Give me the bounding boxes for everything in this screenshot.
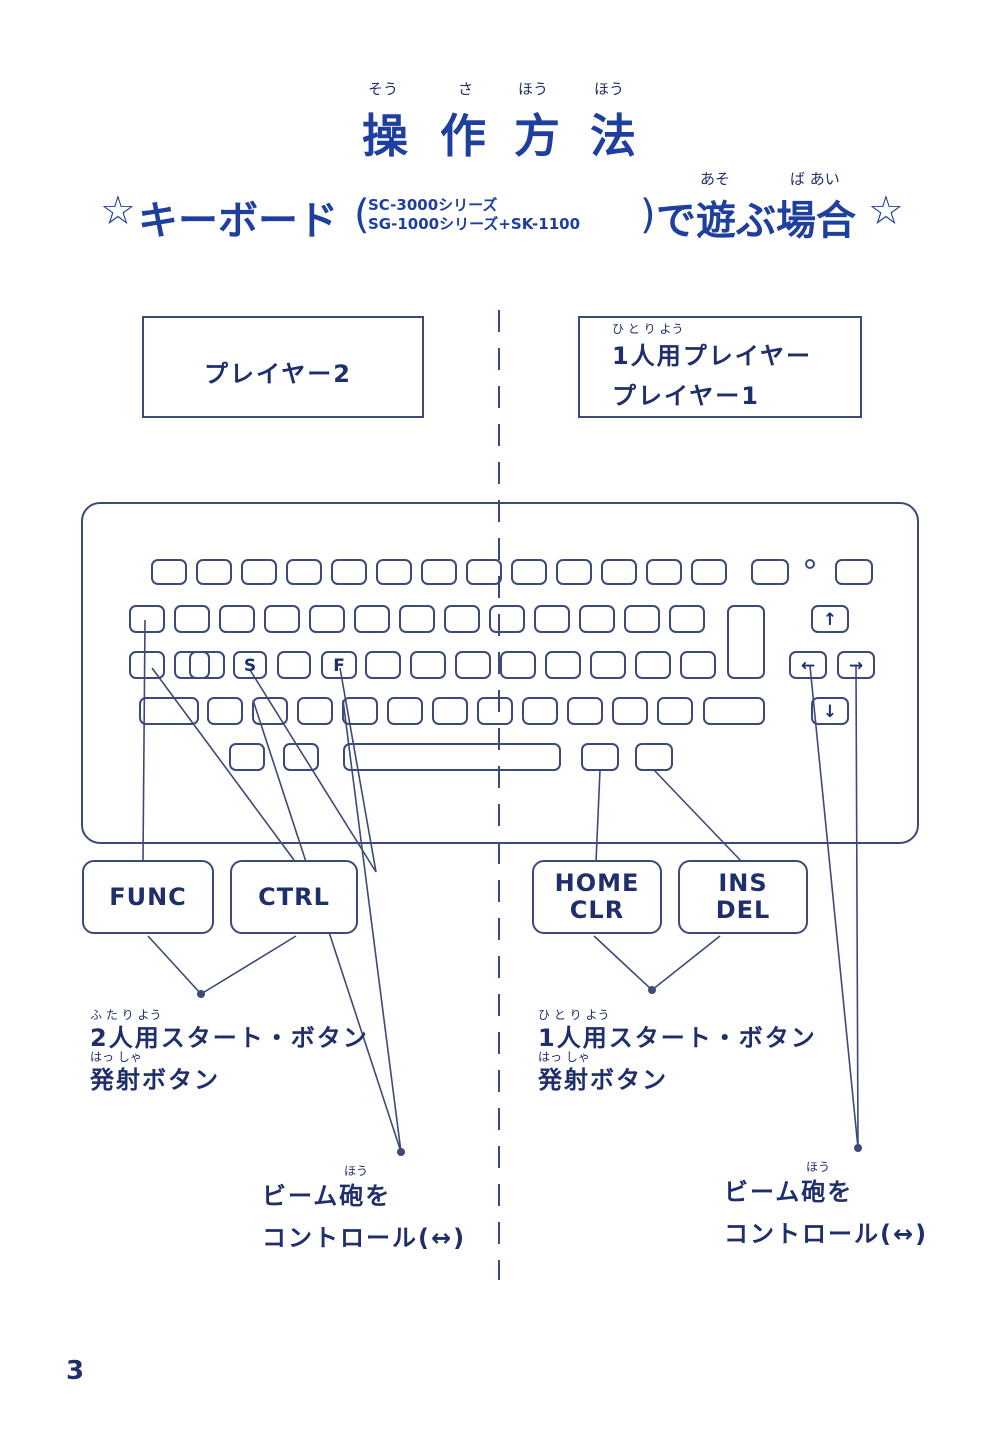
series-block: SC-3000シリーズ SG-1000シリーズ+SK-1100 bbox=[368, 196, 580, 234]
star-left-icon: ☆ bbox=[100, 188, 136, 234]
subtitle: あそ ば あい ☆ キーボード ( SC-3000シリーズ SG-1000シリー… bbox=[100, 168, 920, 248]
player1-ruby: ひ と り よう bbox=[612, 322, 684, 336]
right-beam-line1: ビーム砲を bbox=[724, 1178, 854, 1206]
clr-label: CLR bbox=[569, 896, 625, 924]
ins-del-key-callout: INS DEL bbox=[678, 860, 808, 934]
title-ruby: そう さ ほう ほう bbox=[362, 78, 652, 100]
down-arrow-key bbox=[811, 697, 849, 725]
key-f-label: F bbox=[333, 656, 345, 676]
f-key bbox=[321, 651, 357, 679]
s-key bbox=[233, 651, 267, 679]
player1-line2: プレイヤー1 bbox=[612, 382, 760, 410]
key-row-3 bbox=[129, 651, 875, 679]
arrow-left-icon: ← bbox=[801, 656, 815, 676]
left-beam-dot bbox=[397, 1148, 405, 1156]
title-char-2: 作 bbox=[440, 109, 488, 163]
left-beam-line1: ビーム砲を bbox=[262, 1182, 392, 1210]
left-arrow-key bbox=[789, 651, 827, 679]
player1-line1: 1人用プレイヤー bbox=[612, 342, 812, 370]
right-beam-dot bbox=[854, 1144, 862, 1152]
star-right-icon: ☆ bbox=[868, 188, 904, 234]
key-row-2 bbox=[129, 605, 849, 679]
key-row-5 bbox=[229, 743, 673, 771]
left-fire-ruby: はっ しゃ bbox=[90, 1050, 142, 1064]
right-start-label: 1人用スタート・ボタン bbox=[538, 1024, 817, 1052]
ctrl-label: CTRL bbox=[258, 882, 330, 911]
key-s-label: S bbox=[244, 656, 256, 676]
subtitle-tail: で遊ぶ場合 bbox=[656, 198, 856, 244]
ctrl-key-callout: CTRL bbox=[230, 860, 358, 934]
title-ruby-1: そう bbox=[368, 80, 399, 98]
left-start-ruby: ふ た り よう bbox=[90, 1008, 162, 1022]
title-char-1: 操 bbox=[362, 109, 410, 163]
ins-del-key bbox=[635, 743, 673, 771]
enter-key bbox=[727, 605, 765, 679]
ins-label: INS bbox=[718, 869, 768, 897]
title-char-3: 方 bbox=[514, 109, 562, 163]
series-line-2: SG-1000シリーズ+SK-1100 bbox=[368, 215, 581, 233]
home-clr-key-callout: HOME CLR bbox=[532, 860, 662, 934]
title-ruby-3: ほう bbox=[518, 80, 549, 98]
up-arrow-key bbox=[811, 605, 849, 633]
player1-box: ひ と り よう 1人用プレイヤー プレイヤー1 bbox=[578, 316, 862, 418]
page-number: 3 bbox=[66, 1356, 85, 1386]
func-label: FUNC bbox=[109, 882, 187, 911]
left-start-label: 2人用スタート・ボタン bbox=[90, 1024, 369, 1052]
key-row-4 bbox=[139, 697, 849, 725]
right-beam-ruby: ほう bbox=[806, 1160, 831, 1174]
home-label: HOME bbox=[554, 869, 640, 897]
subtitle-ruby-asobu: あそ bbox=[700, 170, 731, 188]
right-fire-label: 発射ボタン bbox=[538, 1066, 668, 1094]
keyboard-frame bbox=[81, 502, 919, 844]
del-label: DEL bbox=[715, 896, 771, 924]
home-clr-key bbox=[581, 743, 619, 771]
func-key-callout: FUNC bbox=[82, 860, 214, 934]
right-fire-ruby: はっ しゃ bbox=[538, 1050, 590, 1064]
arrow-up-icon: ↑ bbox=[823, 610, 837, 630]
space-key bbox=[343, 743, 561, 771]
series-paren-close: ) bbox=[640, 192, 656, 238]
arrow-right-icon: → bbox=[849, 656, 863, 676]
key-row-1 bbox=[151, 559, 873, 585]
subtitle-ruby-baai: ば あい bbox=[790, 170, 840, 188]
right-beam-line2: コントロール(↔) bbox=[724, 1220, 929, 1248]
series-line-1: SC-3000シリーズ bbox=[368, 196, 498, 214]
series-paren-open: ( bbox=[354, 192, 370, 238]
left-beam-ruby: ほう bbox=[344, 1164, 369, 1178]
left-beam-line2: コントロール(↔) bbox=[262, 1224, 467, 1252]
title-ruby-2: さ bbox=[458, 80, 474, 98]
left-group-dot bbox=[197, 990, 205, 998]
page-title: 操 作 方 法 bbox=[362, 100, 662, 163]
right-start-ruby: ひ と り よう bbox=[538, 1008, 610, 1022]
right-group-dot bbox=[648, 986, 656, 994]
player2-box: プレイヤー2 bbox=[142, 316, 424, 418]
left-fire-label: 発射ボタン bbox=[90, 1066, 220, 1094]
title-char-4: 法 bbox=[590, 109, 638, 163]
title-ruby-4: ほう bbox=[594, 80, 625, 98]
arrow-down-icon: ↓ bbox=[823, 702, 837, 722]
player2-label: プレイヤー2 bbox=[204, 360, 352, 388]
subtitle-main: キーボード bbox=[138, 198, 338, 244]
